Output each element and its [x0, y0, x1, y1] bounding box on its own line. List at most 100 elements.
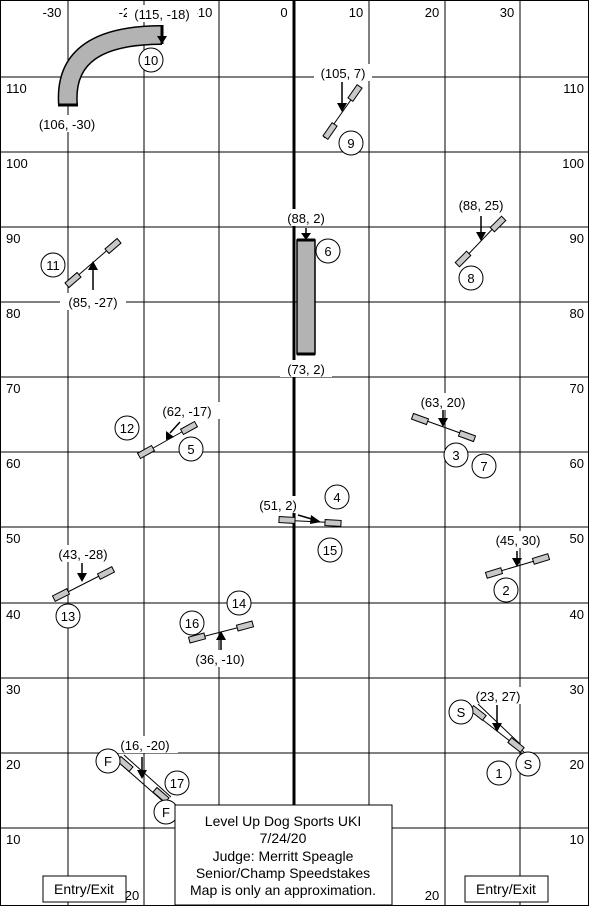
coordinate-label: (105, 7) [321, 66, 366, 81]
coordinate-label: (23, 27) [476, 689, 521, 704]
entry-exit-right: Entry/Exit [464, 875, 549, 903]
svg-text:Entry/Exit: Entry/Exit [476, 881, 536, 897]
obstacle-number-13: 13 [55, 603, 81, 629]
y-tick-label: 20 [6, 757, 20, 772]
y-tick-label: 60 [6, 456, 20, 471]
y-tick-label: 20 [570, 757, 584, 772]
x-tick-label: 20 [425, 888, 439, 903]
arrow-5 [166, 421, 181, 440]
arrow-9 [337, 82, 347, 112]
y-axis-left: 110 100 90 80 70 60 50 40 30 20 10 [6, 81, 28, 847]
arrow-11 [88, 261, 98, 290]
svg-text:6: 6 [324, 244, 331, 259]
finish-marker: F [153, 799, 179, 825]
svg-text:2: 2 [502, 583, 509, 598]
arrow-10 [157, 26, 167, 44]
svg-text:14: 14 [232, 596, 246, 611]
start-marker: S [515, 751, 541, 777]
tunnel-6 [296, 238, 316, 356]
start-marker: S [448, 699, 474, 725]
x-tick-label: -30 [43, 5, 62, 20]
jump-finish [115, 754, 172, 804]
finish-marker: F [95, 748, 121, 774]
arrow-finish [137, 757, 147, 779]
event-date: 7/24/20 [260, 830, 307, 846]
x-tick-label: 20 [125, 888, 139, 903]
jump-5 [136, 420, 199, 460]
svg-text:12: 12 [120, 421, 134, 436]
jump-3 [410, 412, 477, 443]
jump-2 [484, 553, 551, 579]
course-info-box: Level Up Dog Sports UKI 7/24/20 Judge: M… [174, 804, 393, 906]
coordinate-label: (63, 20) [421, 395, 466, 410]
x-tick-label: 10 [349, 5, 363, 20]
obstacle-number-7: 7 [471, 453, 497, 479]
y-tick-label: 30 [570, 682, 584, 697]
y-tick-label: 40 [6, 607, 20, 622]
svg-text:8: 8 [467, 271, 474, 286]
svg-text:4: 4 [333, 490, 340, 505]
y-tick-label: 50 [570, 531, 584, 546]
svg-text:15: 15 [323, 543, 337, 558]
x-axis-top: -30 -20 -10 0 10 20 30 [43, 5, 515, 20]
obstacle-numbers: 10 9 6 8 11 12 5 3 [40, 47, 519, 796]
obstacle-number-14: 14 [226, 590, 252, 616]
svg-text:5: 5 [187, 442, 194, 457]
svg-text:9: 9 [347, 136, 354, 151]
svg-text:17: 17 [170, 776, 184, 791]
svg-text:3: 3 [452, 448, 459, 463]
y-tick-label: 70 [6, 381, 20, 396]
jump-8 [454, 215, 507, 268]
arrow-14 [216, 631, 226, 650]
coordinate-label: (88, 2) [287, 211, 325, 226]
coordinate-label: (36, -10) [195, 652, 244, 667]
obstacle-number-3: 3 [443, 442, 469, 468]
y-tick-label: 80 [570, 306, 584, 321]
arrow-6 [301, 228, 311, 240]
x-tick-label: 30 [500, 5, 514, 20]
arrow-13 [77, 563, 87, 582]
coordinate-label: (115, -18) [134, 7, 189, 22]
y-tick-label: 110 [6, 81, 27, 96]
obstacle-number-16: 16 [179, 610, 205, 636]
coordinate-labels: (115, -18) (106, -30) (105, 7) (88, 2) (… [32, 5, 548, 753]
y-tick-label: 30 [6, 682, 20, 697]
y-tick-label: 100 [562, 156, 584, 171]
obstacle-number-6: 6 [315, 238, 341, 264]
y-tick-label: 10 [6, 832, 20, 847]
jump-4 [278, 516, 342, 527]
coordinate-label: (62, -17) [162, 404, 211, 419]
obstacle-number-9: 9 [338, 130, 364, 156]
y-tick-label: 70 [570, 381, 584, 396]
jump-11 [64, 237, 122, 289]
x-tick-label: 0 [280, 5, 287, 20]
svg-text:13: 13 [61, 609, 75, 624]
svg-text:F: F [104, 754, 112, 769]
y-axis-right: 110 100 90 80 70 60 50 40 30 20 10 [562, 81, 584, 847]
coordinate-label: (73, 2) [287, 362, 325, 377]
svg-text:11: 11 [46, 258, 60, 273]
coordinate-label: (106, -30) [39, 117, 95, 132]
y-tick-label: 90 [570, 231, 584, 246]
arrow-start [492, 705, 502, 732]
obstacle-number-8: 8 [458, 265, 484, 291]
arrow-3 [438, 410, 448, 427]
obstacle-number-10: 10 [138, 47, 164, 73]
y-tick-label: 50 [6, 531, 20, 546]
y-tick-label: 90 [6, 231, 20, 246]
svg-text:10: 10 [144, 53, 158, 68]
start-markers: S S [448, 699, 541, 777]
x-tick-label: -10 [194, 5, 213, 20]
x-tick-label: 20 [425, 5, 439, 20]
obstacle-number-5: 5 [178, 436, 204, 462]
arrow-2 [512, 551, 522, 567]
svg-text:S: S [524, 757, 533, 772]
obstacle-number-12: 12 [114, 415, 140, 441]
coordinate-label: (16, -20) [120, 738, 169, 753]
class-name: Senior/Champ Speedstakes [196, 865, 370, 881]
svg-text:16: 16 [185, 616, 199, 631]
obstacle-number-11: 11 [40, 252, 66, 278]
obstacle-number-15: 15 [317, 537, 343, 563]
event-name: Level Up Dog Sports UKI [205, 813, 361, 829]
